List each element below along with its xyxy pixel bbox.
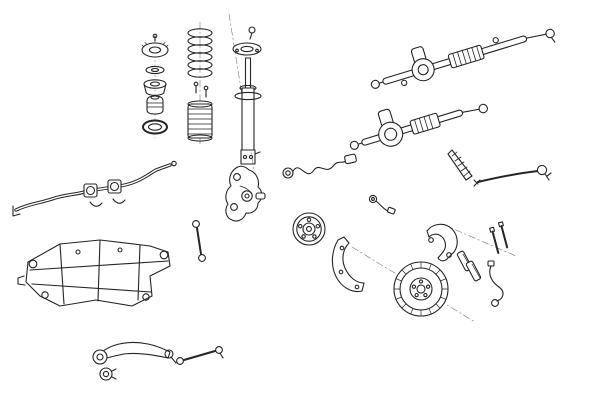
retaining-ring: [142, 119, 168, 135]
stabilizer-bushings: [83, 179, 126, 207]
control-arm: [92, 341, 177, 365]
control-arm-bushing: [99, 367, 117, 381]
dust-boot: [187, 100, 213, 142]
stabilizer-link: [192, 220, 206, 262]
mounting-bolts: [193, 81, 209, 98]
spring-seat: [143, 79, 167, 96]
strut-support-bearing: [141, 33, 169, 58]
strut-top-mount: [232, 26, 262, 56]
brake-disc: [393, 261, 449, 317]
control-arm-link: [176, 346, 224, 365]
brake-dust-shield: [331, 236, 365, 293]
subframe-crossmember: [17, 239, 171, 307]
steering-rack-lower: [349, 103, 488, 150]
steering-knuckle: [225, 165, 266, 222]
stabilizer-bar: [12, 160, 177, 217]
steering-rack-upper: [370, 28, 556, 89]
pad-wear-sensor: [487, 260, 504, 307]
steering-bellows-boot: [447, 149, 473, 181]
shock-absorber-strut: [234, 57, 262, 165]
small-sensor: [368, 194, 396, 215]
coil-spring: [187, 28, 213, 78]
abs-sensor-cable: [282, 153, 357, 179]
brake-pads: [456, 250, 482, 282]
caliper-bracket: [426, 223, 458, 262]
tie-rod-end: [473, 164, 552, 187]
wheel-hub-bearing: [292, 212, 326, 246]
guide-pins: [489, 221, 509, 254]
bump-stop: [146, 95, 164, 115]
washer: [145, 65, 165, 75]
